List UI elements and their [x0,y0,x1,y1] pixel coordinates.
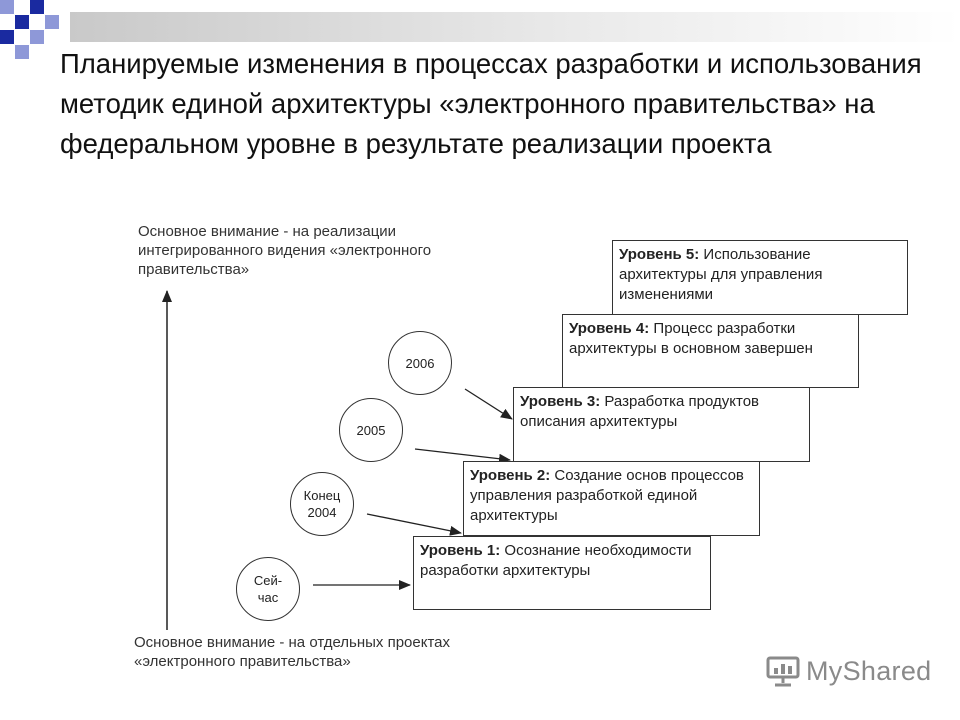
level-3-text: Разработка продуктов описания архитектур… [520,393,760,430]
level-3-title: Уровень 3: [520,393,601,410]
level-2-box: Уровень 2: Создание основ процессов упра… [463,461,760,536]
header-gradient-bar [70,12,960,42]
milestone-now: Сей-час [236,557,300,621]
level-4-text: Процесс разработки архитектуры в основно… [569,320,813,357]
level-5-text: Использование архитектуры для управления… [619,246,823,303]
arrow-2005-to-level3 [414,448,511,464]
mysahred-watermark: MyShared [766,655,931,687]
corner-squares-decoration [0,0,59,59]
slide-title: Планируемые изменения в процессах разраб… [60,48,922,159]
arrow-2004-to-level2 [366,513,462,536]
milestone-2005: 2005 [339,398,403,462]
watermark-text: MyShared [806,655,932,686]
axis-bottom-label: Основное внимание - на отдельных проекта… [134,634,451,670]
level-2-text: Создание основ процессов управления разр… [470,467,744,524]
presentation-board-icon [766,656,800,687]
level-1-box: Уровень 1: Осознание необходимости разра… [413,536,711,610]
arrow-2006-to-level4 [464,388,513,420]
level-3-box: Уровень 3: Разработка продуктов описания… [513,387,810,462]
level-4-box: Уровень 4: Процесс разработки архитектур… [562,314,859,388]
axis-top-label: Основное внимание - на реализации интегр… [138,223,432,278]
level-5-box: Уровень 5: Использование архитектуры для… [612,240,908,315]
milestone-2006: 2006 [388,331,452,395]
level-1-title: Уровень 1: [420,542,501,559]
level-5-title: Уровень 5: [619,246,700,263]
level-2-title: Уровень 2: [470,467,551,484]
level-1-text: Осознание необходимости разработки архит… [420,542,692,579]
level-4-title: Уровень 4: [569,320,650,337]
